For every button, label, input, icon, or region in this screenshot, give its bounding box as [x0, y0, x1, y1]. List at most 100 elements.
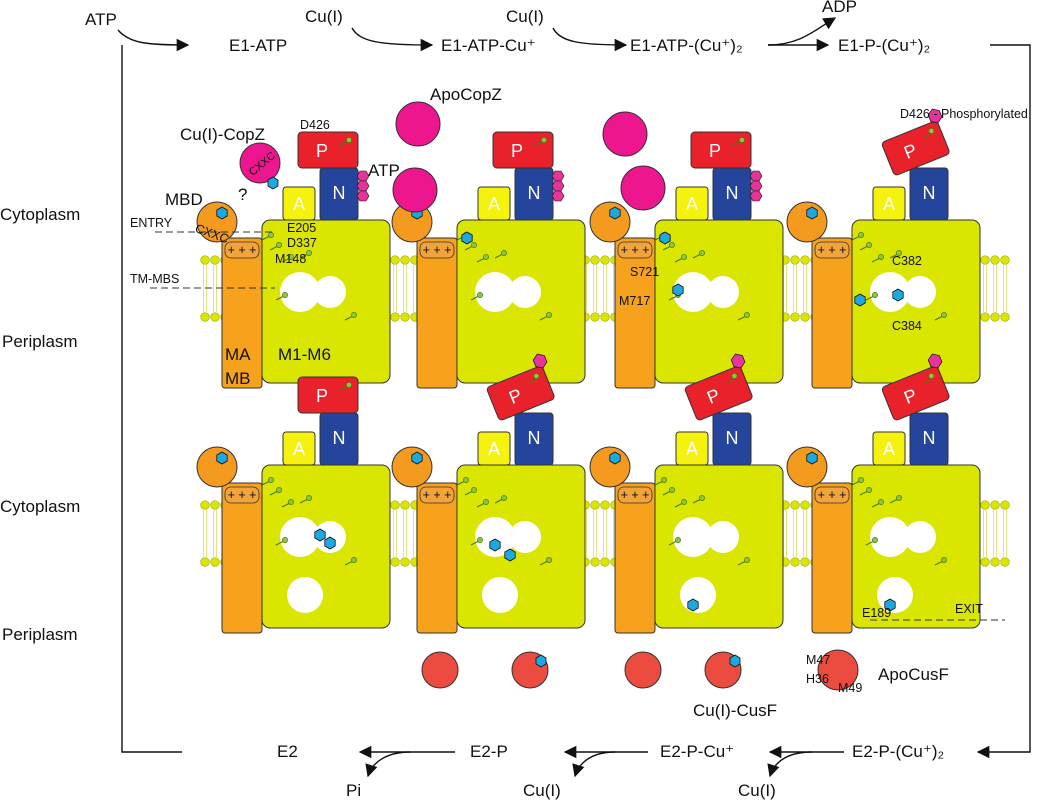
label-s721: S721	[630, 265, 659, 279]
residue-icon	[346, 382, 352, 388]
apocopz-protein-2	[602, 111, 666, 211]
label-d426: D426	[300, 118, 330, 132]
exit-cavity	[482, 577, 518, 613]
cu-output-1: Cu(I)	[738, 781, 776, 800]
residue-icon	[896, 495, 902, 501]
residue-icon	[744, 557, 750, 563]
ma-mb-helix	[614, 237, 656, 389]
cavity	[870, 517, 910, 557]
atpase-unit: + + +ANP	[391, 353, 586, 634]
copper-icon	[461, 231, 473, 245]
cavity	[904, 276, 936, 308]
cavity	[280, 272, 320, 312]
a-domain-label: A	[293, 194, 305, 214]
label-tm-mbs: TM-MBS	[130, 272, 179, 286]
cavity	[475, 517, 515, 557]
mbd-domain	[391, 446, 433, 488]
copper-icon	[884, 598, 896, 612]
label-cu-copz: Cu(I)-CopZ	[180, 125, 265, 144]
residue-icon	[546, 557, 552, 563]
p-domain-label: P	[511, 141, 523, 161]
residue-icon	[896, 250, 902, 256]
exit-cavity	[287, 577, 323, 613]
cu-arrow-1	[351, 27, 434, 52]
copper-icon	[411, 451, 423, 465]
plus-charges: + + +	[621, 488, 650, 502]
phosphate-icon	[730, 353, 746, 369]
atp-phosphate-icon	[749, 190, 763, 202]
a-domain-label: A	[488, 194, 500, 214]
a-domain	[477, 186, 511, 221]
copper-icon	[892, 288, 904, 302]
p-domain-group: P	[684, 353, 753, 421]
a-domain-label: A	[883, 194, 895, 214]
label-m49: M49	[838, 681, 862, 695]
state-e2-p: E2-P	[470, 742, 508, 761]
top-reaction-row: ATP E1-ATP Cu(I) E1-ATP-Cu⁺ Cu(I) E1-ATP…	[85, 0, 930, 55]
residue-icon	[288, 254, 294, 260]
plus-charges: + + +	[621, 243, 650, 257]
label-e189: E189	[862, 606, 891, 620]
p-domain-label: P	[316, 386, 328, 406]
mbd-domain	[196, 446, 238, 488]
residue-icon	[501, 495, 507, 501]
label-mbd: MBD	[165, 190, 203, 209]
n-domain-label: N	[923, 183, 936, 203]
label-entry: ENTRY	[130, 216, 173, 230]
residue-icon	[306, 495, 312, 501]
p-domain-group: P	[297, 131, 359, 169]
atp-phosphate-icon	[749, 180, 763, 192]
atpase-unit: + + +ANP	[589, 353, 784, 634]
residue-icon	[351, 312, 357, 318]
label-apocopz: ApoCopZ	[430, 85, 502, 104]
copper-icon	[216, 451, 228, 465]
copper-icon	[324, 536, 336, 550]
ma-mb-helix	[811, 237, 853, 389]
copper-icon	[729, 654, 741, 668]
p-domain	[881, 120, 950, 176]
p-domain-group: P	[881, 108, 950, 176]
residue-icon	[699, 250, 705, 256]
p-domain	[297, 376, 359, 414]
n-domain-label: N	[333, 183, 346, 203]
phosphate-icon	[927, 108, 943, 124]
atpase-unit: + + +ANP	[196, 131, 391, 389]
cusf-proteins	[421, 649, 859, 691]
bottom-reaction-row: E2-P-(Cu⁺)₂ Cu(I) E2-P-Cu⁺ Cu(I) E2-P Pi…	[277, 742, 944, 800]
residue-icon	[858, 477, 864, 483]
p-domain	[684, 365, 753, 421]
n-domain	[909, 167, 949, 221]
periplasm-label-top: Periplasm	[2, 332, 78, 351]
residue-icon	[483, 254, 489, 260]
residue-icon	[739, 137, 745, 143]
amphipathic-helix	[419, 241, 455, 259]
p-domain-group: P	[486, 353, 555, 421]
cu-out-arrow-1	[767, 751, 813, 778]
cu-arrow-2	[552, 27, 628, 52]
copper-icon	[504, 548, 516, 562]
label-m717: M717	[619, 294, 650, 308]
label-m47: M47	[806, 653, 830, 667]
residue-icon	[858, 232, 864, 238]
state-e1-atp-cu: E1-ATP-Cu⁺	[441, 36, 536, 55]
n-domain-label: N	[726, 428, 739, 448]
cavity	[280, 517, 320, 557]
residue-icon	[681, 254, 687, 260]
amphipathic-helix	[419, 486, 455, 504]
atp-arrow	[117, 29, 190, 52]
residue-icon	[669, 487, 675, 493]
copper-icon	[216, 206, 228, 220]
apocopz-protein-1	[392, 101, 441, 213]
mbd-domain	[786, 201, 828, 243]
amphipathic-helix	[224, 241, 260, 259]
atpase-unit: + + +ANP	[391, 131, 586, 389]
atp-phosphate-icon	[551, 170, 565, 182]
residue-icon	[681, 499, 687, 505]
state-e2-p-cu2: E2-P-(Cu⁺)₂	[852, 742, 944, 761]
cu-input-1: Cu(I)	[305, 7, 343, 26]
amphipathic-helix	[224, 486, 260, 504]
state-e2: E2	[277, 742, 298, 761]
copper-icon	[609, 451, 621, 465]
n-domain-label: N	[923, 428, 936, 448]
